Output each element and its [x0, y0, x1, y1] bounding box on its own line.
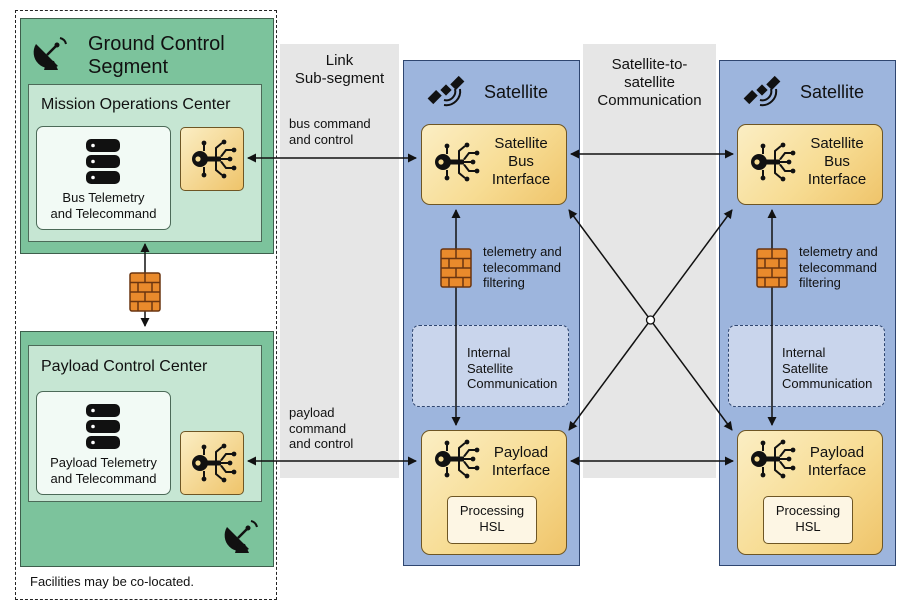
key-chip-icon: [434, 141, 481, 183]
satellite-2-bus-label: Satellite Bus Interface: [807, 135, 867, 188]
colocated-note: Facilities may be co-located.: [30, 574, 195, 589]
key-chip-icon: [434, 438, 481, 480]
satellite-1-internal-label: Internal Satellite Communication: [467, 345, 558, 392]
firewall-icon: [440, 248, 472, 288]
payload-telemetry-label: Payload Telemetry and Telecommand: [50, 455, 157, 486]
ground-segment-title: Ground Control Segment: [88, 33, 225, 78]
database-icon: [86, 404, 120, 449]
satellite-2-payload-label: Payload Interface: [807, 444, 867, 479]
satellite-dish-icon: [32, 36, 68, 72]
satellite-1-title: Satellite: [484, 82, 549, 102]
cross-junction: [645, 315, 656, 325]
satellite-2-bus-interface: [737, 124, 883, 205]
satellite-icon: [426, 74, 466, 107]
pcc-title: Payload Control Center: [41, 358, 208, 375]
satellite-icon: [742, 74, 782, 107]
firewall-icon: [756, 248, 788, 288]
firewall-icon: [129, 272, 161, 312]
key-chip-icon: [191, 138, 238, 180]
satellite-1-filter-label: telemetry and telecommand filtering: [483, 244, 562, 291]
key-chip-icon: [750, 141, 797, 183]
database-icon: [86, 139, 120, 184]
satellite-2-filter-label: telemetry and telecommand filtering: [799, 244, 878, 291]
link-subsegment-label: Link Sub-segment: [294, 52, 385, 87]
bus-telemetry-label: Bus Telemetry and Telecommand: [50, 190, 157, 221]
link-subsegment-band: [280, 44, 399, 478]
bus-command-label: bus command and control: [289, 116, 371, 147]
satellite-1-internal-comm: [412, 325, 569, 407]
satellite-1-processing-label: Processing HSL: [459, 503, 525, 534]
ground-facilities-outline: [15, 10, 277, 600]
satellite-2-processing-label: Processing HSL: [775, 503, 841, 534]
satellite-1-processing-box: [447, 496, 537, 544]
satellite-2-processing-box: [763, 496, 853, 544]
satellite-1-payload-label: Payload Interface: [491, 444, 551, 479]
satellite-2-title: Satellite: [800, 82, 865, 102]
sat2sat-label: Satellite-to- satellite Communication: [597, 56, 702, 109]
key-chip-icon: [191, 442, 238, 484]
satellite-dish-icon: [223, 519, 259, 555]
moc-title: Mission Operations Center: [41, 96, 231, 113]
satellite-2-internal-comm: [728, 325, 885, 407]
satellite-2-internal-label: Internal Satellite Communication: [782, 345, 873, 392]
satellite-1-bus-label: Satellite Bus Interface: [491, 135, 551, 188]
payload-command-label: payload command and control: [289, 405, 354, 452]
key-chip-icon: [750, 438, 797, 480]
